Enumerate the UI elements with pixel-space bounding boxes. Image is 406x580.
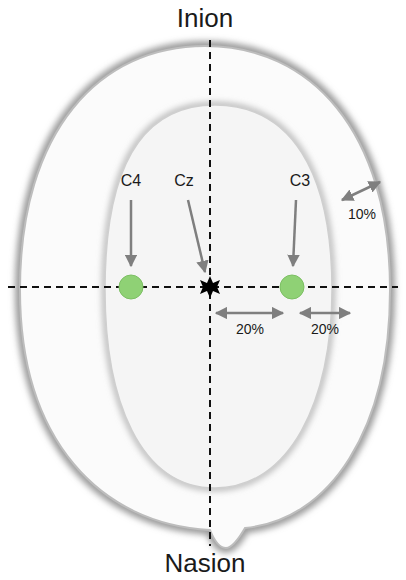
dimension-label: 20% bbox=[311, 322, 339, 337]
head-outer bbox=[20, 46, 390, 548]
landmark-label: Inion bbox=[177, 4, 233, 33]
electrode-label: Cz bbox=[174, 172, 194, 190]
dimension-label: 20% bbox=[236, 322, 264, 337]
dimension-arrow bbox=[342, 182, 380, 200]
leader-arrow bbox=[293, 200, 296, 266]
electrode-c3 bbox=[280, 275, 304, 299]
head-shadow bbox=[20, 46, 390, 548]
landmark-label: Nasion bbox=[165, 549, 246, 578]
cz-star bbox=[200, 276, 220, 298]
leader-arrow bbox=[130, 200, 133, 266]
scalp-inner bbox=[105, 105, 332, 488]
scalp-shadow bbox=[105, 105, 332, 488]
electrode-c4 bbox=[119, 275, 143, 299]
electrode-label: C3 bbox=[290, 172, 310, 190]
electrode-label: C4 bbox=[121, 172, 141, 190]
dimension-arrow bbox=[300, 312, 350, 315]
leader-arrow bbox=[188, 200, 205, 272]
dimension-label: 10% bbox=[348, 207, 376, 222]
dimension-arrow bbox=[216, 312, 283, 315]
